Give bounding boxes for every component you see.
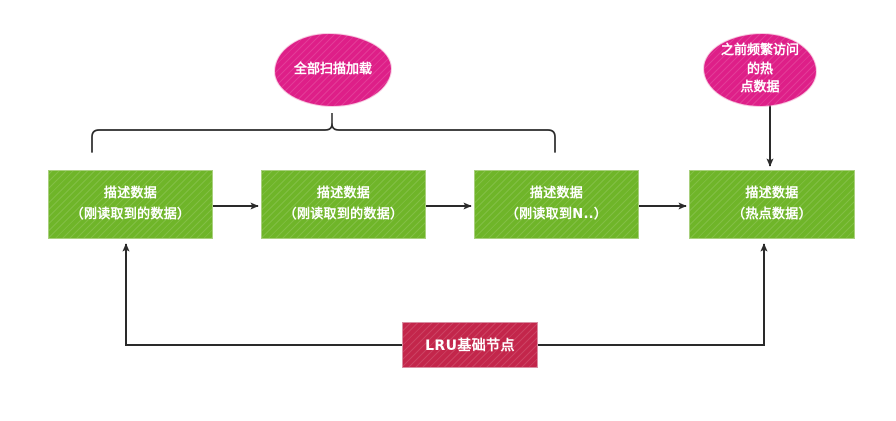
node-box-3-line-1: 描述数据	[529, 186, 584, 202]
node-box-4-line-2: （热点数据）	[732, 206, 812, 222]
annotation-hot-data: 之前频繁访问的热 点数据	[704, 34, 816, 106]
node-box-3-line-2: （刚读取到N..）	[505, 206, 608, 222]
annotation-scan-load-label: 全部扫描加载	[293, 61, 372, 77]
annotation-hot-data-text: 之前频繁访问的热 点数据	[704, 42, 816, 99]
node-box-4[interactable]: 描述数据 （热点数据）	[689, 170, 855, 239]
node-box-2[interactable]: 描述数据 （刚读取到的数据）	[261, 170, 426, 239]
annotation-scan-load: 全部扫描加载	[275, 34, 391, 106]
arrow-lru-base-to-node-1	[122, 243, 402, 346]
annotation-hot-data-line-1: 之前频繁访问的热	[720, 42, 799, 77]
node-box-2-line-1: 描述数据	[316, 186, 371, 202]
node-box-1-line-2: （刚读取到的数据）	[70, 206, 191, 222]
node-box-2-line-2: （刚读取到的数据）	[283, 206, 404, 222]
node-box-1[interactable]: 描述数据 （刚读取到的数据）	[48, 170, 213, 239]
node-box-1-line-1: 描述数据	[103, 186, 158, 202]
lru-base-node-label: LRU基础节点	[425, 338, 515, 354]
curly-brace-scan-load	[91, 113, 556, 153]
node-box-4-line-1: 描述数据	[745, 186, 799, 202]
lru-base-node[interactable]: LRU基础节点	[402, 322, 538, 368]
arrow-lru-base-to-node-4	[538, 243, 768, 346]
annotation-hot-data-line-2: 点数据	[740, 80, 780, 96]
node-box-3[interactable]: 描述数据 （刚读取到N..）	[474, 170, 639, 239]
